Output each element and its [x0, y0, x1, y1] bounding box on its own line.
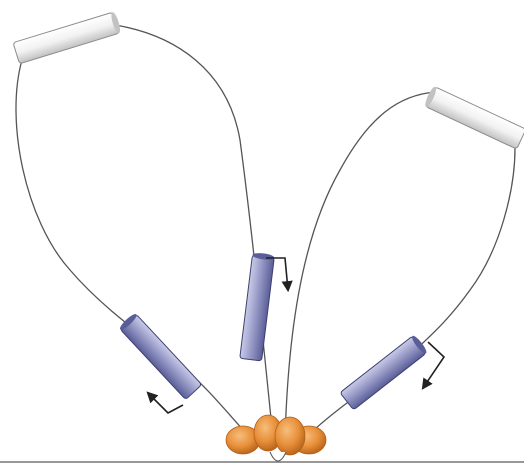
- left-terminal-cylinder: [13, 11, 122, 63]
- right-loop: [285, 92, 515, 438]
- middle-gene-cylinder: [240, 252, 275, 361]
- protein-subunit: [275, 417, 305, 455]
- transcription-arrow: [148, 393, 183, 413]
- right-terminal-cylinder: [423, 86, 524, 149]
- transcription-arrow: [423, 342, 444, 388]
- left-gene-cylinder: [118, 312, 202, 399]
- loop-anchor: [270, 452, 286, 461]
- right-gene-cylinder: [340, 334, 428, 410]
- protein-complex: [226, 415, 326, 461]
- left-loop: [16, 25, 273, 438]
